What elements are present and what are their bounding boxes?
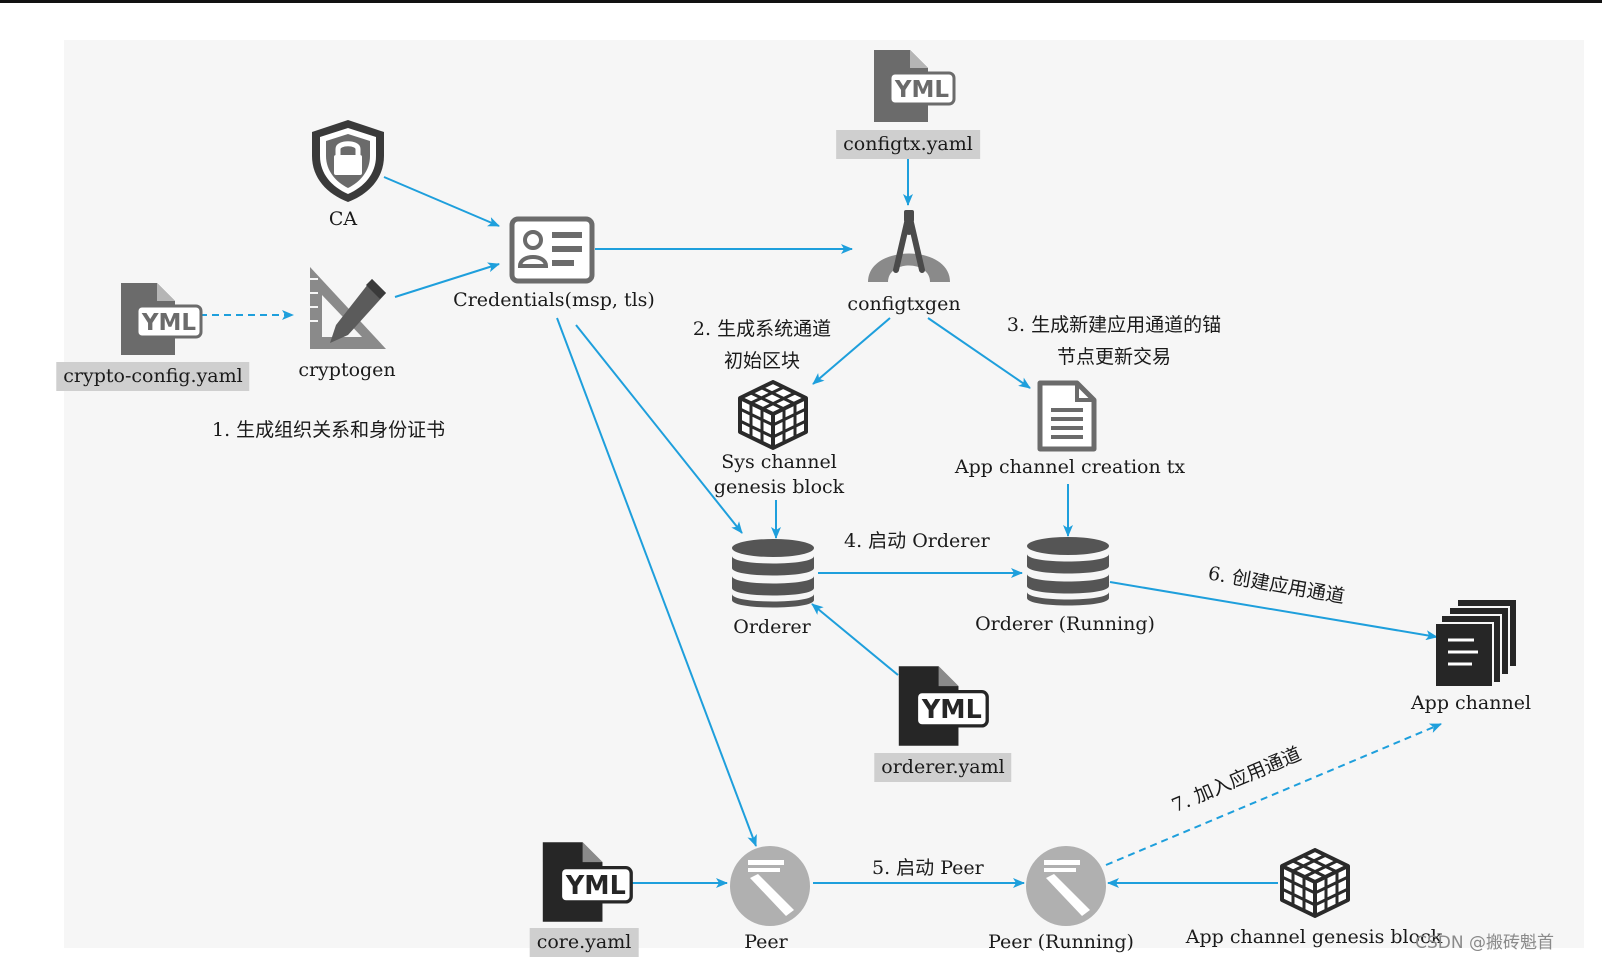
yml-file-icon: YML <box>121 283 203 355</box>
database-icon <box>732 539 814 608</box>
sys-genesis-label-line2: genesis block <box>713 476 845 498</box>
edge-configtxgen-sysgenesis <box>812 317 891 385</box>
edge-credentials-orderer <box>575 324 743 534</box>
yml-file-icon: YML <box>874 50 956 122</box>
core-yaml-label: core.yaml <box>529 928 639 957</box>
app-channel-label: App channel <box>1410 692 1532 714</box>
yml-text: YML <box>894 77 950 103</box>
ca-label: CA <box>328 208 358 230</box>
shield-icon <box>312 120 384 202</box>
app-channel-tx-label: App channel creation tx <box>954 456 1186 478</box>
edge-configtxgen-appchanneltx <box>927 317 1031 389</box>
edge-peerrunning-appchannel <box>1105 723 1442 866</box>
edge-ordererrunning-appchannel <box>1109 581 1438 641</box>
step-3-label-line2: 节点更新交易 <box>1056 346 1172 368</box>
step-4-label: 4. 启动 Orderer <box>844 530 990 552</box>
yml-file-icon: YML <box>898 666 989 746</box>
cube-block-icon <box>738 380 808 450</box>
peer-running-label: Peer (Running) <box>988 931 1134 953</box>
orderer-yaml-label: orderer.yaml <box>874 753 1012 782</box>
edge-cryptogen-credentials <box>394 262 500 298</box>
peer-label: Peer <box>744 931 788 953</box>
document-icon <box>1037 380 1097 452</box>
diagram-background <box>64 40 1584 948</box>
crypto-config-label: crypto-config.yaml <box>56 362 250 391</box>
step-3-label-line1: 3. 生成新建应用通道的锚 <box>1006 314 1222 336</box>
edge-credentials-peer <box>556 317 757 847</box>
stacked-documents-icon <box>1436 600 1516 686</box>
id-card-icon <box>509 216 595 284</box>
ruler-pencil-icon <box>310 267 386 349</box>
app-genesis-label: App channel genesis block <box>1185 926 1443 948</box>
watermark: CSDN @搬砖魁首 <box>1415 933 1554 953</box>
configtx-label: configtx.yaml <box>836 130 980 159</box>
orderer-label: Orderer <box>733 616 811 638</box>
cryptogen-label: cryptogen <box>298 359 396 381</box>
sys-genesis-label-line1: Sys channel <box>721 451 837 473</box>
peer-node-icon <box>1026 846 1106 926</box>
orderer-running-label: Orderer (Running) <box>975 613 1155 635</box>
edge-ordereryaml-orderer <box>811 603 899 676</box>
top-border <box>0 0 1602 3</box>
yml-file-icon: YML <box>542 842 633 922</box>
step-5-label: 5. 启动 Peer <box>872 857 984 879</box>
credentials-label: Credentials(msp, tls) <box>453 289 655 311</box>
step-2-label-line1: 2. 生成系统通道 <box>692 318 832 340</box>
step-2-label-line2: 初始区块 <box>723 350 801 372</box>
database-icon <box>1027 537 1109 606</box>
cube-block-icon <box>1280 848 1350 918</box>
yml-text: YML <box>565 870 626 900</box>
step-1-label: 1. 生成组织关系和身份证书 <box>212 419 446 441</box>
yml-text: YML <box>141 310 197 336</box>
yml-text: YML <box>921 694 982 724</box>
edge-ca-credentials <box>383 176 500 227</box>
protractor-compass-icon <box>868 210 950 282</box>
peer-node-icon <box>730 846 810 926</box>
configtxgen-label: configtxgen <box>847 293 961 315</box>
